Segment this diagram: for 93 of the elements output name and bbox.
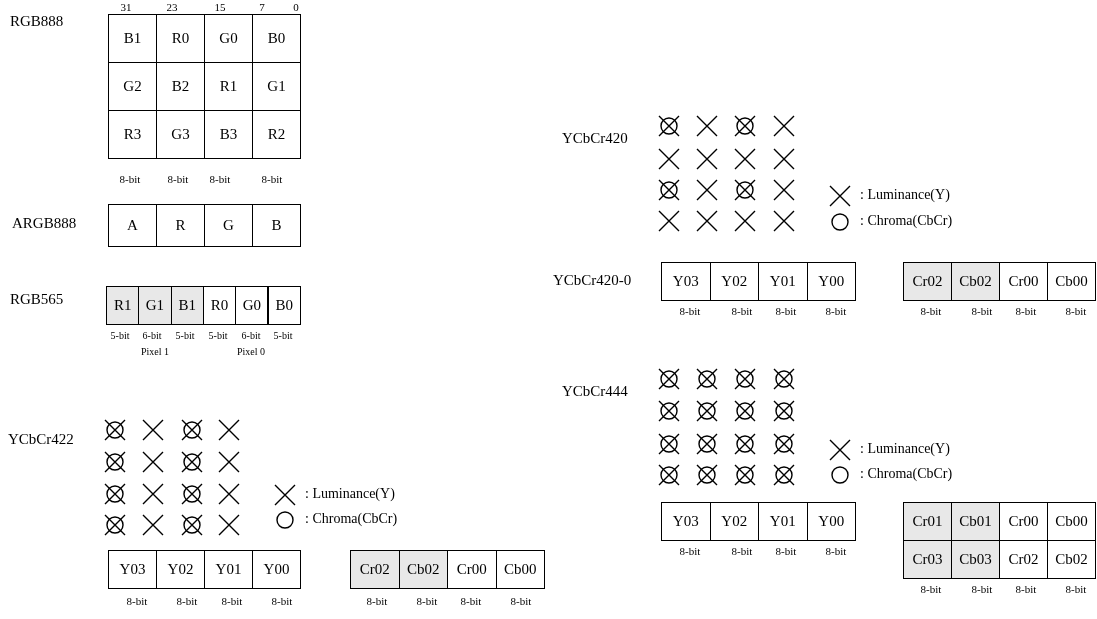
bit-width-label: Pixel 0 (236, 347, 266, 357)
bit-field-cell: G (204, 204, 253, 247)
bit-field-cell: Y03 (108, 550, 157, 589)
bit-width-label: 8-bit (221, 596, 243, 607)
bit-width-label: 6-bit (241, 331, 261, 341)
bit-field-cell: Cb03 (951, 540, 1000, 579)
bit-width-label: 31 (120, 2, 132, 13)
bit-field-cell: Cr00 (999, 262, 1048, 301)
bit-width-label: 5-bit (273, 331, 293, 341)
format-name: RGB565 (10, 292, 64, 307)
bit-field-cell: R1 (106, 286, 140, 325)
bit-width-label: 7 (259, 2, 265, 13)
bit-width-label: 8-bit (971, 306, 993, 317)
bit-width-label: 8-bit (416, 596, 438, 607)
bit-width-label: 8-bit (119, 174, 141, 185)
bit-field-cell: Y00 (806, 262, 856, 301)
bit-field-cell: G0 (235, 286, 269, 325)
bit-width-label: 5-bit (110, 331, 130, 341)
bit-field-cell: R2 (252, 110, 301, 159)
bit-field-cell: Y03 (661, 262, 711, 301)
bit-field-cell: B (252, 204, 301, 247)
legend-text: : Chroma(CbCr) (305, 512, 398, 526)
bit-width-label: 8-bit (971, 584, 993, 595)
bit-width-label: 8-bit (679, 306, 701, 317)
bit-width-label: 8-bit (126, 596, 148, 607)
bit-width-label: 8-bit (510, 596, 532, 607)
bit-field-cell: Y01 (758, 502, 808, 541)
bit-width-label: 6-bit (142, 331, 162, 341)
bit-field-cell: Y02 (709, 262, 759, 301)
bit-field-cell: Cb01 (951, 502, 1000, 541)
bit-field-cell: B1 (170, 286, 204, 325)
bit-field-cell: B0 (267, 286, 301, 325)
bit-width-label: 8-bit (825, 306, 847, 317)
bit-field-cell: R (156, 204, 205, 247)
format-name: ARGB888 (12, 216, 77, 231)
bit-field-cell: Cr00 (447, 550, 497, 589)
bit-field-cell: A (108, 204, 157, 247)
legend-text: : Luminance(Y) (305, 487, 395, 501)
bit-width-label: 8-bit (261, 174, 283, 185)
bit-width-label: 8-bit (1065, 584, 1087, 595)
bit-width-label: 15 (214, 2, 226, 13)
bit-field-cell: Cb02 (1047, 540, 1096, 579)
legend-text: : Chroma(CbCr) (860, 467, 953, 481)
bit-width-label: 8-bit (460, 596, 482, 607)
bit-field-cell: Cr02 (903, 262, 952, 301)
bit-width-label: 8-bit (209, 174, 231, 185)
bit-field-cell: Cb00 (1047, 262, 1096, 301)
bit-field-cell: B0 (252, 14, 301, 63)
bit-width-label: 8-bit (731, 306, 753, 317)
bit-field-cell: Cb02 (398, 550, 448, 589)
format-name: RGB888 (10, 14, 64, 29)
bit-field-cell: Y01 (204, 550, 253, 589)
bit-field-cell: Y02 (709, 502, 759, 541)
bit-width-label: 8-bit (1015, 306, 1037, 317)
bit-field-cell: Cb02 (951, 262, 1000, 301)
bit-width-label: 8-bit (1065, 306, 1087, 317)
format-name: YCbCr420-0 (553, 273, 632, 288)
bit-width-label: 8-bit (775, 546, 797, 557)
legend-text: : Luminance(Y) (860, 442, 950, 456)
bit-field-cell: R0 (202, 286, 237, 325)
bit-field-cell: Y03 (661, 502, 711, 541)
bit-field-cell: Cb00 (495, 550, 545, 589)
bit-field-cell: Y00 (806, 502, 856, 541)
bit-width-label: Pixel 1 (140, 347, 170, 357)
bit-field-cell: Y02 (156, 550, 205, 589)
bit-width-label: 8-bit (679, 546, 701, 557)
bit-width-label: 5-bit (208, 331, 228, 341)
bit-field-cell: Y01 (758, 262, 808, 301)
bit-width-label: 8-bit (167, 174, 189, 185)
bit-field-cell: R3 (108, 110, 157, 159)
bit-field-cell: B1 (108, 14, 157, 63)
format-name: YCbCr444 (562, 384, 628, 399)
bit-width-label: 8-bit (271, 596, 293, 607)
bit-width-label: 8-bit (920, 584, 942, 595)
bit-width-label: 8-bit (825, 546, 847, 557)
bit-field-cell: Cr03 (903, 540, 952, 579)
format-name: YCbCr422 (8, 432, 74, 447)
bit-width-label: 8-bit (731, 546, 753, 557)
bit-width-label: 5-bit (175, 331, 195, 341)
bit-width-label: 8-bit (920, 306, 942, 317)
bit-field-cell: Cr02 (350, 550, 400, 589)
bit-field-cell: Y00 (252, 550, 301, 589)
legend-text: : Chroma(CbCr) (860, 214, 953, 228)
bit-width-label: 8-bit (775, 306, 797, 317)
format-name: YCbCr420 (562, 131, 628, 146)
bit-width-label: 8-bit (176, 596, 198, 607)
bit-field-cell: Cb00 (1047, 502, 1096, 541)
legend-text: : Luminance(Y) (860, 188, 950, 202)
bit-width-label: 23 (166, 2, 178, 13)
bit-field-cell: G1 (138, 286, 172, 325)
bit-width-label: 8-bit (366, 596, 388, 607)
bit-width-label: 8-bit (1015, 584, 1037, 595)
bit-field-cell: Cr01 (903, 502, 952, 541)
